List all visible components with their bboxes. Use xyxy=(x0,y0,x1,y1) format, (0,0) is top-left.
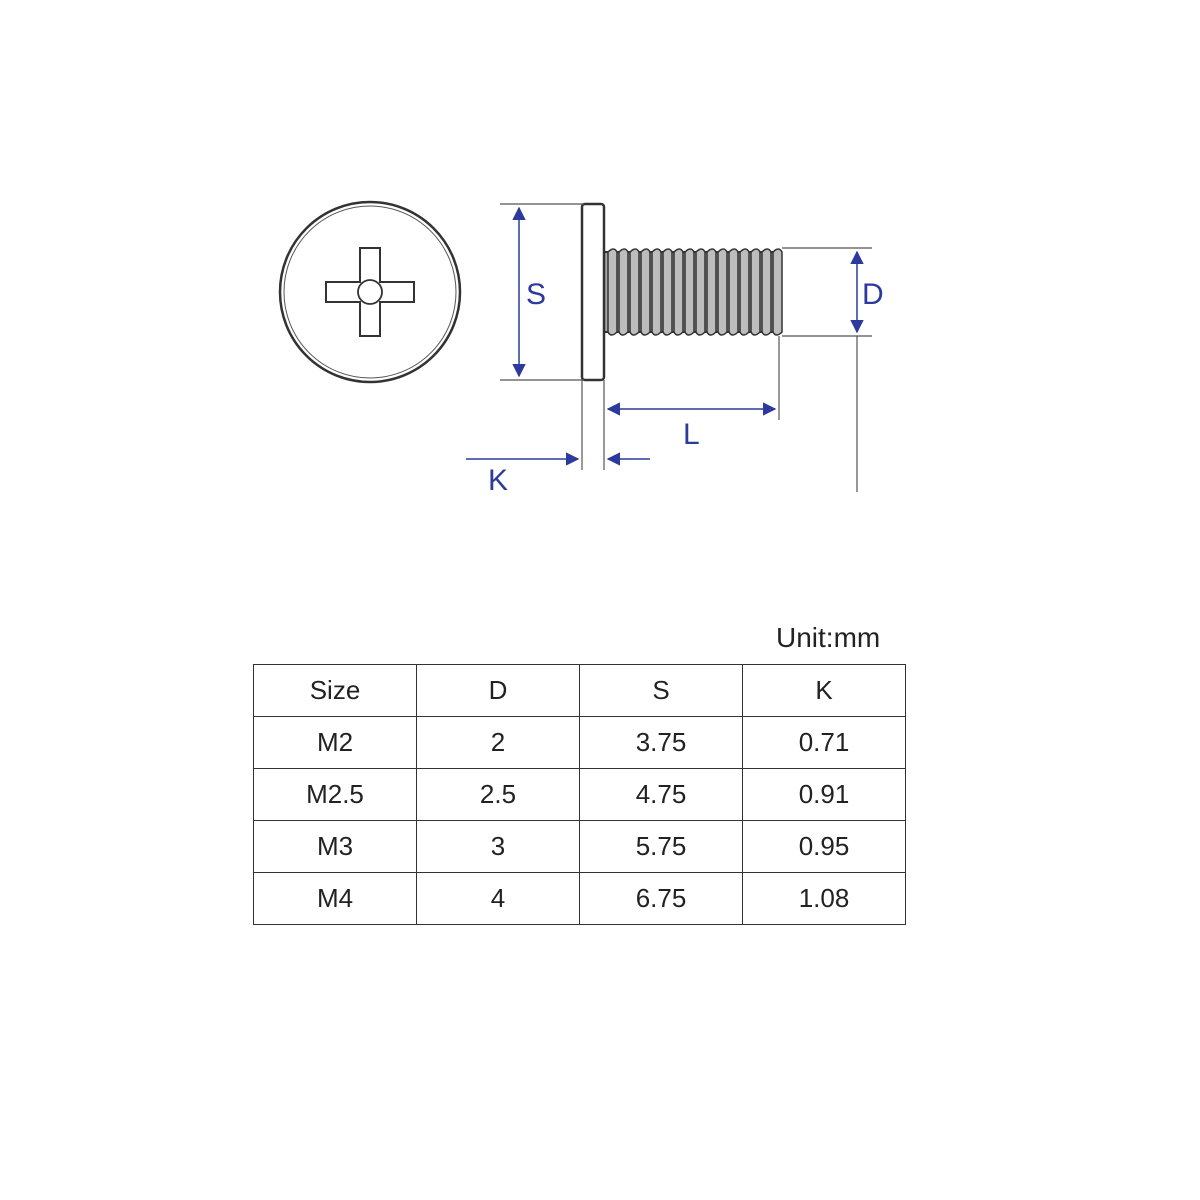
table-row: M2 2 3.75 0.71 xyxy=(253,716,906,769)
header-d: D xyxy=(416,664,580,717)
cell-k: 0.71 xyxy=(742,716,906,769)
table-row: M3 3 5.75 0.95 xyxy=(253,820,906,873)
cell-d: 2.5 xyxy=(416,768,580,821)
thread-ridge xyxy=(640,248,651,336)
header-k: K xyxy=(742,664,906,717)
thread-ridge xyxy=(717,248,728,336)
thread-ridge xyxy=(662,248,673,336)
thread-ridge xyxy=(651,248,662,336)
screw-top-view xyxy=(278,200,462,384)
screw-head-side xyxy=(580,202,606,382)
cell-k: 1.08 xyxy=(742,872,906,925)
thread-ridge xyxy=(706,248,717,336)
dimension-d: D xyxy=(782,247,884,492)
unit-label: Unit:mm xyxy=(776,622,881,653)
cell-d: 4 xyxy=(416,872,580,925)
screw-diagram: S D L K xyxy=(278,200,884,497)
dimension-l: L xyxy=(603,336,780,470)
dim-label-k: K xyxy=(488,464,508,497)
dimension-k: K xyxy=(466,380,650,497)
thread-ridge xyxy=(629,248,640,336)
cell-size: M3 xyxy=(253,820,417,873)
thread-ridge xyxy=(761,248,772,336)
dimension-s: S xyxy=(500,203,584,381)
table-row: M4 4 6.75 1.08 xyxy=(253,872,906,925)
thread-ridge xyxy=(673,248,684,336)
thread-ridge xyxy=(739,248,750,336)
cell-k: 0.95 xyxy=(742,820,906,873)
screw-spec-table: Size D S K M2 2 3.75 0.71 M2.5 2.5 4.75 … xyxy=(253,664,906,925)
cell-size: M2.5 xyxy=(253,768,417,821)
thread-ridge xyxy=(728,248,739,336)
thread-ridge xyxy=(772,248,783,336)
cell-d: 2 xyxy=(416,716,580,769)
cell-s: 4.75 xyxy=(579,768,743,821)
table-row: M2.5 2.5 4.75 0.91 xyxy=(253,768,906,821)
thread-ridge xyxy=(684,248,695,336)
cell-size: M2 xyxy=(253,716,417,769)
cell-s: 5.75 xyxy=(579,820,743,873)
table-header-row: Size D S K xyxy=(253,664,906,717)
phillips-center-recess xyxy=(357,279,383,305)
header-size: Size xyxy=(253,664,417,717)
cell-d: 3 xyxy=(416,820,580,873)
dim-label-s: S xyxy=(526,278,546,311)
thread-ridge xyxy=(750,248,761,336)
thread-ridge xyxy=(695,248,706,336)
thread-body xyxy=(603,248,783,336)
cell-size: M4 xyxy=(253,872,417,925)
cell-k: 0.91 xyxy=(742,768,906,821)
head-inner-ring xyxy=(283,205,457,379)
cell-s: 3.75 xyxy=(579,716,743,769)
thread-ridge xyxy=(618,248,629,336)
dim-label-l: L xyxy=(683,418,700,451)
header-s: S xyxy=(579,664,743,717)
thread-ridge xyxy=(607,248,618,336)
screw-side-view xyxy=(580,202,783,382)
cell-s: 6.75 xyxy=(579,872,743,925)
dim-label-d: D xyxy=(862,278,884,311)
